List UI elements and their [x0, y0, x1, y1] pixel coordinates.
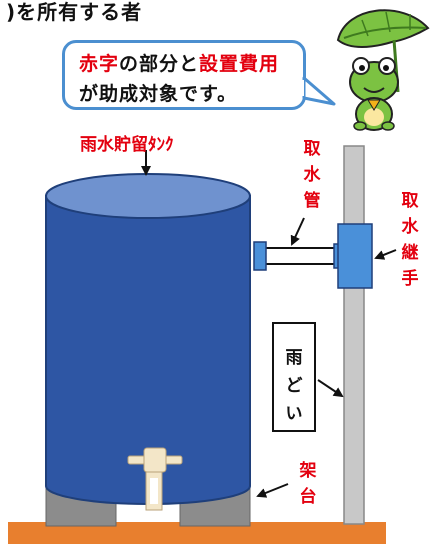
intake-joint-label: 取 水 継 手	[398, 188, 422, 292]
arrow-to-stand	[256, 483, 289, 498]
intake-joint-label-char: 取	[401, 191, 419, 211]
bubble-red-text-2: 設置費用	[199, 53, 280, 75]
intake-pipe-label-char: 管	[303, 191, 321, 211]
intake-joint	[337, 223, 373, 289]
gutter-label: 雨 ど い	[274, 344, 314, 428]
speech-bubble-tail	[300, 76, 336, 106]
gutter-label-box: 雨 ど い	[272, 322, 316, 432]
rain-tank	[45, 173, 251, 505]
bubble-red-text-1: 赤字	[79, 53, 120, 75]
arrow-to-intake-pipe	[290, 217, 305, 246]
stand-label: 架 台	[296, 458, 320, 510]
gutter-label-char: ど	[285, 376, 303, 396]
speech-bubble: 赤字の部分と設置費用 が助成対象です。	[62, 40, 306, 110]
intake-joint-label-char: 継	[401, 243, 419, 263]
stand-label-char: 台	[299, 487, 317, 507]
intake-pipe	[253, 241, 347, 271]
frog-mascot-icon	[336, 9, 430, 131]
bubble-text-1: の部分と	[119, 53, 200, 75]
intake-joint-label-char: 水	[401, 217, 419, 237]
bubble-line-1: 赤字の部分と設置費用	[79, 49, 279, 76]
bubble-line-2: が助成対象です。	[79, 83, 238, 105]
intake-pipe-label-char: 水	[303, 165, 321, 185]
ground	[8, 522, 386, 544]
gutter-label-char: い	[285, 404, 303, 424]
tank-label: 雨水貯留ﾀﾝｸ	[80, 135, 174, 155]
page-heading: )を所有する者	[6, 0, 143, 24]
gutter-pipe	[343, 145, 365, 525]
stand-label-char: 架	[299, 461, 317, 481]
intake-joint-label-char: 手	[401, 269, 419, 289]
faucet-icon	[127, 447, 183, 511]
intake-pipe-label: 取 水 管	[300, 136, 324, 214]
gutter-label-char: 雨	[285, 348, 303, 368]
arrow-to-gutter	[317, 379, 344, 398]
arrow-to-intake-joint	[374, 249, 397, 260]
intake-pipe-label-char: 取	[303, 139, 321, 159]
